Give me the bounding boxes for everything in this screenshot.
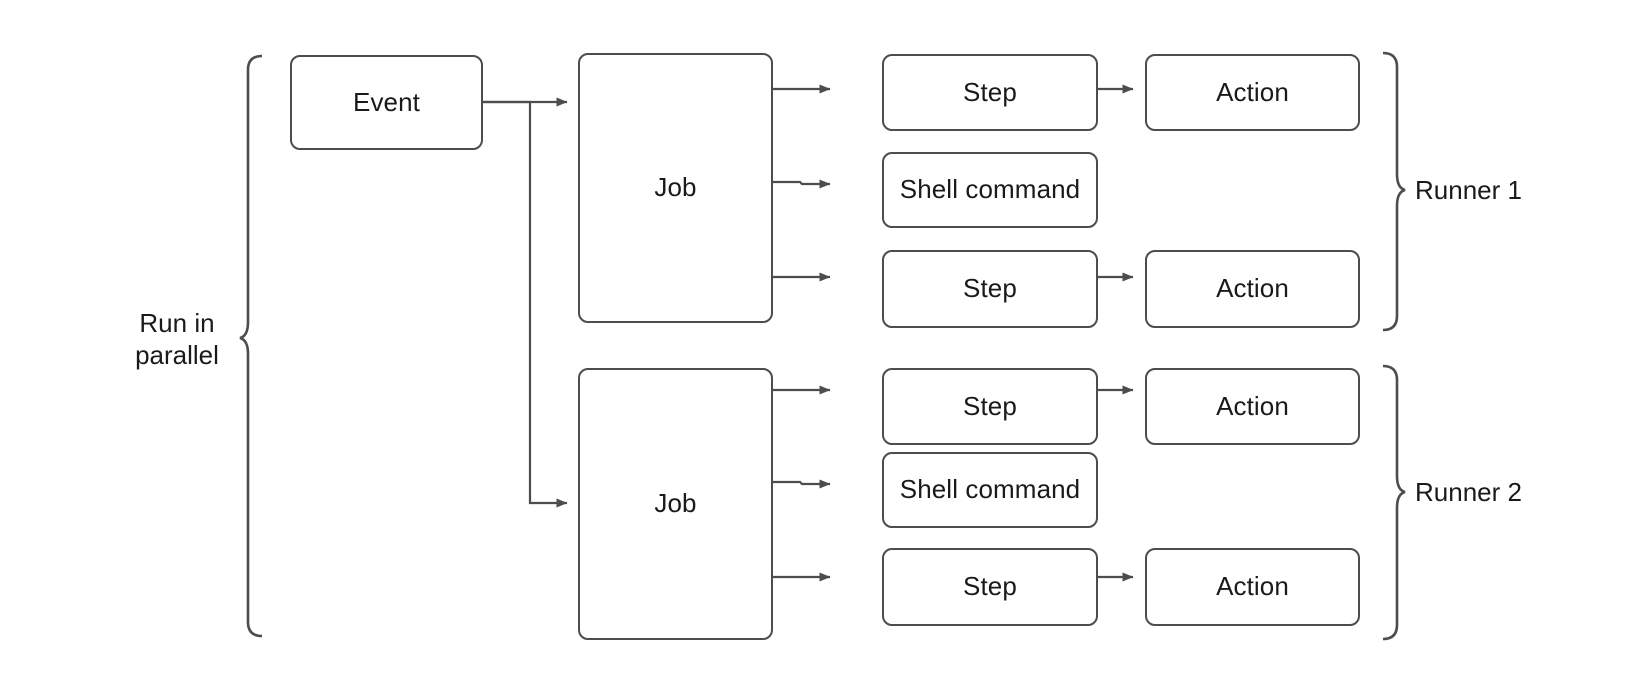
node-runner2-shell-command[interactable]: Shell command — [882, 452, 1098, 528]
brace-right-label-runner-2: Runner 2 — [1415, 476, 1522, 507]
node-runner2-action-1-label: Action — [1216, 390, 1289, 421]
node-runner1-action-2-label: Action — [1216, 273, 1289, 304]
node-event[interactable]: Event — [290, 55, 483, 150]
node-runner1-action-1[interactable]: Action — [1145, 54, 1360, 131]
node-runner1-step-1-label: Step — [963, 76, 1017, 107]
brace-right-runner1 — [1382, 51, 1406, 332]
node-runner2-step-1-label: Step — [963, 390, 1017, 421]
node-runner1-action-2[interactable]: Action — [1145, 250, 1360, 328]
brace-left — [239, 54, 263, 638]
node-runner1-shell-command[interactable]: Shell command — [882, 152, 1098, 228]
node-runner2-step-2-label: Step — [963, 571, 1017, 602]
node-runner1-step-2-label: Step — [963, 273, 1017, 304]
node-job-1[interactable]: Job — [578, 53, 773, 323]
node-runner2-step-1[interactable]: Step — [882, 368, 1098, 445]
node-runner2-step-2[interactable]: Step — [882, 548, 1098, 626]
node-runner2-action-1[interactable]: Action — [1145, 368, 1360, 445]
brace-left-label-run-in-parallel: Run in parallel — [135, 307, 219, 371]
node-runner1-step-1[interactable]: Step — [882, 54, 1098, 131]
wire-job2-to-shell — [773, 479, 831, 489]
brace-right-runner2 — [1382, 364, 1406, 641]
brace-right-label-runner-1: Runner 1 — [1415, 174, 1522, 205]
node-job-2[interactable]: Job — [578, 368, 773, 640]
wire-job1-to-shell — [773, 179, 831, 189]
node-runner1-action-1-label: Action — [1216, 76, 1289, 107]
node-runner2-action-2-label: Action — [1216, 571, 1289, 602]
node-runner1-shell-command-label: Shell command — [899, 174, 1081, 205]
wire-event-to-job2 — [483, 100, 568, 508]
node-event-label: Event — [353, 86, 420, 117]
node-job-1-label: Job — [654, 172, 697, 203]
node-runner2-shell-command-label: Shell command — [899, 474, 1081, 505]
node-runner1-step-2[interactable]: Step — [882, 250, 1098, 328]
node-runner2-action-2[interactable]: Action — [1145, 548, 1360, 626]
node-job-2-label: Job — [654, 488, 697, 519]
